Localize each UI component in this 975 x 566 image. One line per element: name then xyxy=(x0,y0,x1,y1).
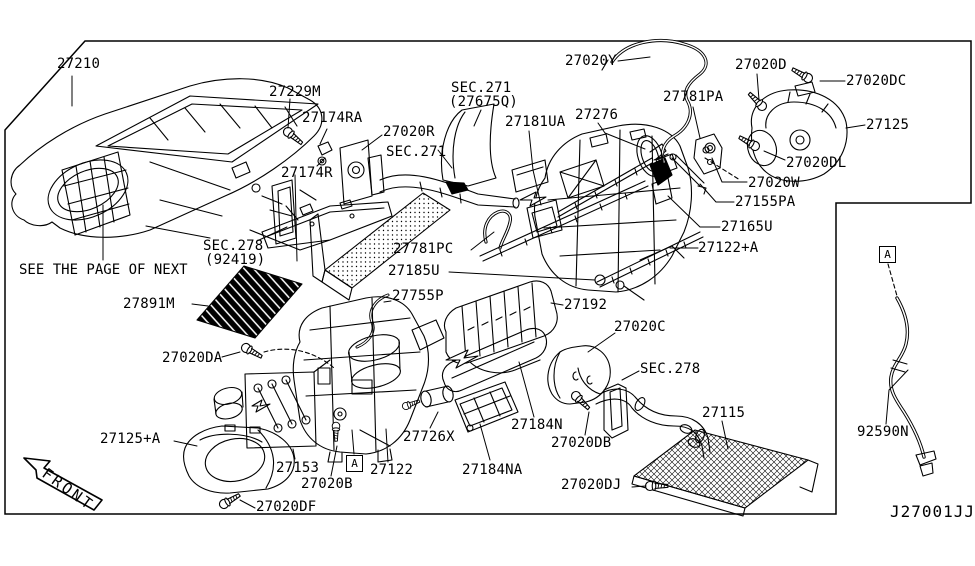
part-label-27192: 27192 xyxy=(564,297,608,313)
part-27155PA-lever xyxy=(669,153,707,195)
part-label-27020df: 27020DF xyxy=(256,499,317,515)
part-27020DL-bolt xyxy=(736,132,762,153)
part-label-27174r: 27174R xyxy=(281,165,333,181)
part-27020C-disc xyxy=(547,345,611,405)
part-label-27020d: 27020D xyxy=(735,57,787,73)
part-label-92419: (92419) xyxy=(205,252,266,268)
assembly-dashed-line xyxy=(704,157,741,181)
part-label-27020dc: 27020DC xyxy=(846,73,907,89)
part-27020DC-bolt xyxy=(789,64,815,85)
front-arrow xyxy=(23,457,103,511)
part-label-27755p: 27755P xyxy=(392,288,444,304)
part-label-sec271: SEC.271 xyxy=(386,144,447,160)
detail-marker-a: A xyxy=(346,455,363,472)
part-sec278-bracket xyxy=(603,383,629,439)
part-27184NA-plate xyxy=(454,381,519,433)
part-label-27020db: 27020DB xyxy=(551,435,612,451)
part-label-27675q: (27675Q) xyxy=(449,94,519,110)
part-evaporator xyxy=(309,139,520,301)
figure-code: J27001JJ xyxy=(890,502,975,521)
part-label-27210: 27210 xyxy=(57,56,101,72)
part-27276-seal xyxy=(636,135,664,177)
part-label-27020c: 27020C xyxy=(614,319,666,335)
part-label-27020dj: 27020DJ xyxy=(561,477,622,493)
part-label-27891m: 27891M xyxy=(123,296,175,312)
part-label-27181ua: 27181UA xyxy=(505,114,566,130)
part-27210-blower-assembly xyxy=(10,78,331,251)
part-27020Y-harness xyxy=(601,38,708,175)
part-label-27020y: 27020Y xyxy=(565,53,617,69)
part-27125A-case xyxy=(183,424,295,494)
detail-marker-a: A xyxy=(879,246,896,263)
part-label-27125+a: 27125+A xyxy=(100,431,161,447)
part-27115-heater-core xyxy=(631,424,819,517)
part-label-27781pa: 27781PA xyxy=(663,89,724,105)
part-label-27020da: 27020DA xyxy=(162,350,223,366)
part-27229M-screw xyxy=(281,125,306,148)
part-label-27020b: 27020B xyxy=(301,476,353,492)
part-27755P-tube xyxy=(355,293,390,349)
part-27891M-filter xyxy=(196,265,303,339)
part-insulator-27675Q xyxy=(440,103,497,195)
part-sec278-plate xyxy=(261,199,393,249)
part-label-27726x: 27726X xyxy=(403,429,455,445)
part-label-27185u: 27185U xyxy=(388,263,440,279)
part-label-27174ra: 27174RA xyxy=(302,110,363,126)
part-label-27184na: 27184NA xyxy=(462,462,523,478)
part-label-27153: 27153 xyxy=(276,460,320,476)
part-27020DA-screw xyxy=(239,341,265,362)
part-27781PC-link xyxy=(483,209,512,250)
part-label-27122: 27122 xyxy=(370,462,414,478)
leader-lines xyxy=(71,56,909,509)
part-label-27125: 27125 xyxy=(866,117,910,133)
part-label-27276: 27276 xyxy=(575,107,619,123)
part-27184N-cover xyxy=(441,327,548,393)
part-27020DF-bolt xyxy=(217,490,243,511)
part-label-27184n: 27184N xyxy=(511,417,563,433)
part-label-27115: 27115 xyxy=(702,405,746,421)
part-label-sec271: SEC.271 xyxy=(451,80,512,96)
part-27125-fan-motor xyxy=(746,81,848,182)
part-label-27781pc: 27781PC xyxy=(393,241,454,257)
part-label-sec278: SEC.278 xyxy=(640,361,701,377)
part-92590N-hose xyxy=(887,263,937,477)
part-label-27229m: 27229M xyxy=(269,84,321,100)
part-27781PA-bracket xyxy=(693,133,723,175)
part-label-27020dl: 27020DL xyxy=(786,155,847,171)
part-label-92590n: 92590N xyxy=(857,424,909,440)
part-27020W-grommet xyxy=(704,142,716,154)
see-next-page-note: SEE THE PAGE OF NEXT xyxy=(19,262,188,278)
part-label-27165u: 27165U xyxy=(721,219,773,235)
frame xyxy=(4,40,972,515)
assembly-dashed-line xyxy=(263,348,335,369)
part-27181UA-rod xyxy=(526,143,669,239)
part-27122A-heater-unit xyxy=(511,123,692,301)
part-label-27155pa: 27155PA xyxy=(735,194,796,210)
part-label-27122+a: 27122+A xyxy=(698,240,759,256)
part-label-27020r: 27020R xyxy=(383,124,435,140)
part-27726X-actuator xyxy=(400,385,454,412)
part-label-27020w: 27020W xyxy=(748,175,800,191)
part-label-sec278: SEC.278 xyxy=(203,238,264,254)
part-27020D-bolt xyxy=(745,89,769,113)
part-27153-link-set xyxy=(244,359,331,449)
part-27174RA-clip xyxy=(317,141,333,166)
